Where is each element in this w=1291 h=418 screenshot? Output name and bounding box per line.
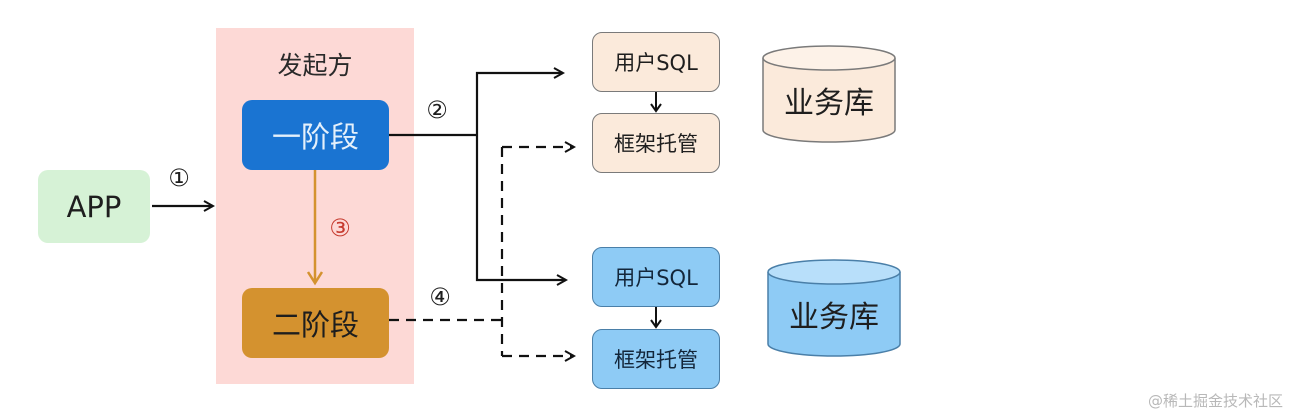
bottom-user-sql-node: 用户SQL	[592, 247, 720, 307]
arrow-step4	[389, 147, 574, 356]
app-node: APP	[38, 170, 150, 243]
step1-label: ①	[168, 164, 190, 192]
arrow-step2-top	[475, 73, 563, 135]
top-framework-managed-node: 框架托管	[592, 113, 720, 173]
app-label: APP	[66, 189, 122, 224]
bottom-user-sql-label: 用户SQL	[614, 266, 698, 290]
arrow-step2-bottom	[475, 135, 566, 280]
bottom-framework-managed-node: 框架托管	[592, 329, 720, 389]
bottom-database-label: 业务库	[789, 300, 879, 335]
step3-label: ③	[329, 214, 351, 242]
initiator-title: 发起方	[277, 51, 353, 80]
bottom-framework-managed-label: 框架托管	[614, 348, 698, 372]
phase2-label: 二阶段	[271, 308, 359, 342]
top-user-sql-node: 用户SQL	[592, 32, 720, 92]
phase1-label: 一阶段	[271, 120, 359, 154]
top-database-label: 业务库	[784, 86, 874, 121]
phase2-node: 二阶段	[242, 288, 389, 358]
bottom-database-cylinder	[767, 259, 901, 357]
top-framework-managed-label: 框架托管	[614, 132, 698, 156]
step2-label: ②	[426, 96, 448, 124]
phase1-node: 一阶段	[242, 100, 389, 170]
step4-label: ④	[429, 283, 451, 311]
top-user-sql-label: 用户SQL	[614, 51, 698, 75]
watermark: @稀土掘金技术社区	[1147, 392, 1283, 410]
top-database-cylinder	[762, 45, 896, 143]
